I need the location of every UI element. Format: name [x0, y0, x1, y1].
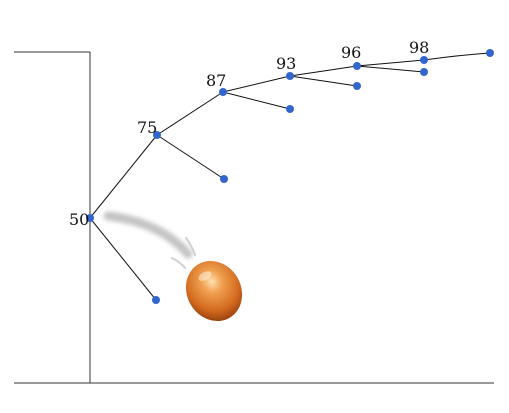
node: [486, 49, 494, 57]
node: [353, 62, 361, 70]
branch-node: [286, 105, 294, 113]
node: [219, 88, 227, 96]
node: [86, 214, 94, 222]
branch-node: [220, 175, 228, 183]
node-label: 87: [206, 71, 226, 90]
node-label: 96: [341, 43, 361, 62]
branch-segment: [156, 134, 225, 180]
main-segment: [89, 134, 158, 219]
node-label: 98: [409, 38, 429, 57]
branch-segment: [289, 75, 358, 87]
branch-segment: [222, 91, 291, 110]
main-segment: [222, 75, 291, 93]
main-segment: [423, 52, 491, 61]
node-label: 50: [69, 210, 89, 229]
nodes: [86, 49, 494, 304]
node: [420, 56, 428, 64]
main-segment: [356, 59, 425, 67]
node: [286, 72, 294, 80]
branch-node: [353, 82, 361, 90]
main-segment: [289, 65, 358, 77]
branches: [89, 65, 425, 301]
branch-node: [152, 296, 160, 304]
main-path: [89, 52, 491, 219]
node-label: 75: [137, 118, 157, 137]
branch-segment: [89, 217, 157, 301]
branch-segment: [356, 65, 425, 73]
branch-node: [420, 68, 428, 76]
node-labels: 50 75 87 93 96 98: [69, 38, 429, 229]
motion-trail-icon: [103, 211, 196, 269]
node-label: 93: [276, 54, 296, 73]
main-segment: [156, 91, 224, 136]
egg-icon: [185, 260, 243, 322]
node: [153, 131, 161, 139]
